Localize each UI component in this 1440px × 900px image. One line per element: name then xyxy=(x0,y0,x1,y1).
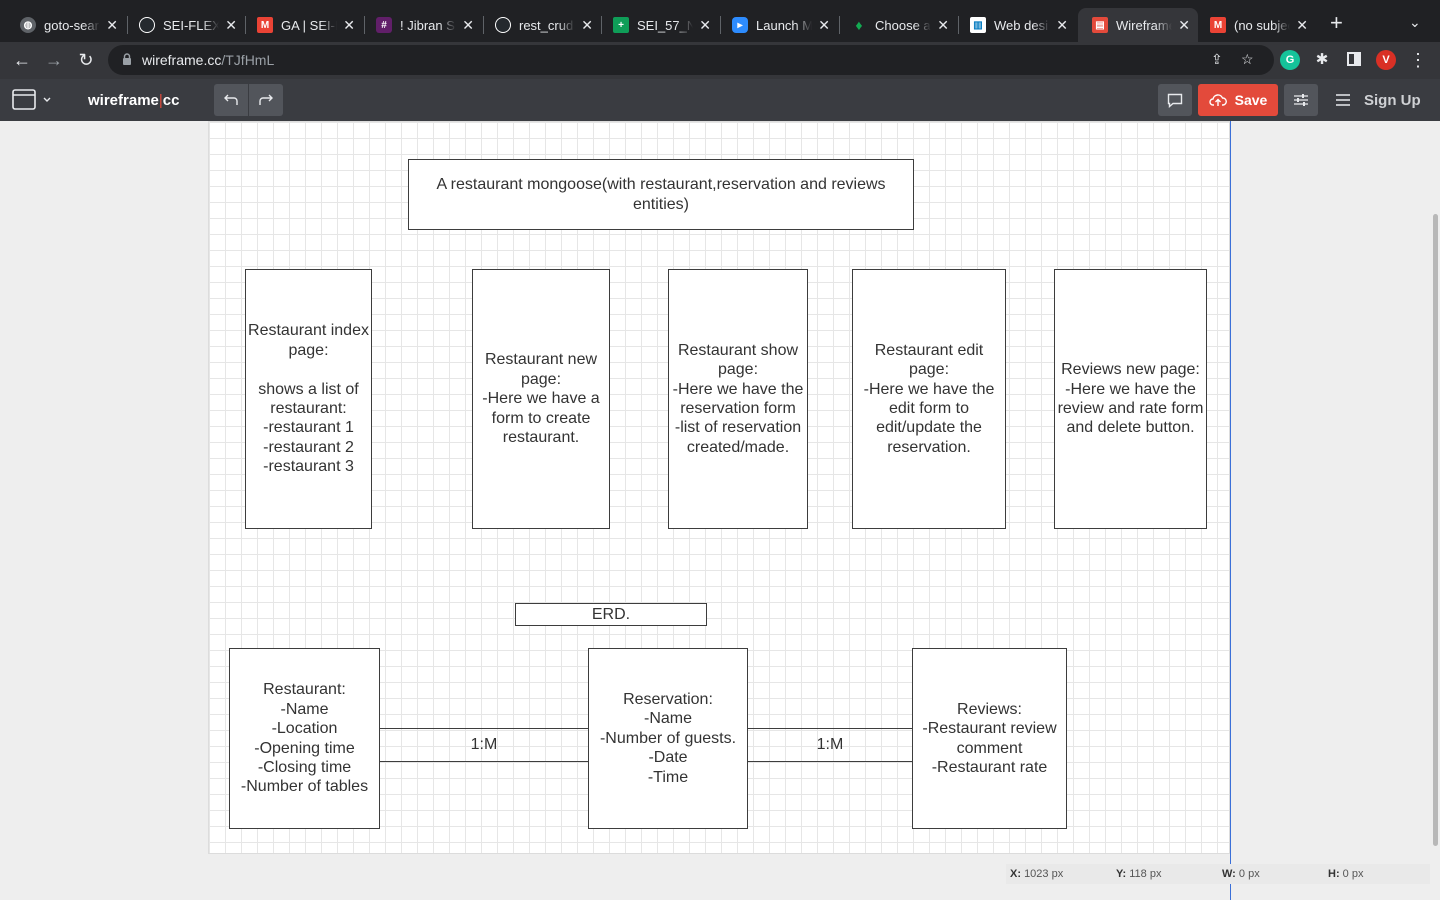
relation-label: 1:M xyxy=(470,736,498,753)
reviews-page-box[interactable]: Reviews new page: -Here we have the revi… xyxy=(1054,269,1207,529)
redo-icon xyxy=(259,94,273,105)
address-bar[interactable]: wireframe.cc/TJfHmL ⇪ ☆ xyxy=(108,45,1274,75)
edit-page-box[interactable]: Restaurant edit page: -Here we have the … xyxy=(852,269,1006,529)
close-icon[interactable]: ✕ xyxy=(1056,17,1068,33)
gmail-icon: M xyxy=(257,17,273,33)
tab-divider xyxy=(127,16,128,34)
tab-divider xyxy=(364,16,365,34)
x-coordinate: X: 1023 px xyxy=(1010,868,1064,880)
close-icon[interactable]: ✕ xyxy=(225,17,237,33)
index-page-box[interactable]: Restaurant index page: shows a list of r… xyxy=(245,269,372,529)
browser-tab[interactable]: ▸ Launch M ✕ xyxy=(718,8,838,42)
reservation-entity-box[interactable]: Reservation: -Name -Number of guests. -D… xyxy=(588,648,748,829)
sign-up-link[interactable]: Sign Up xyxy=(1364,92,1421,109)
comment-icon xyxy=(1167,93,1183,108)
comments-button[interactable] xyxy=(1158,84,1192,116)
alignment-guide xyxy=(1230,121,1231,900)
app-toolbar: wireframe|cc Save Sign Up xyxy=(0,79,1440,121)
share-icon[interactable]: ⇪ xyxy=(1211,51,1223,67)
browser-tab[interactable]: ◍ goto-search ✕ xyxy=(6,8,126,42)
browser-tab[interactable]: # ! Jibran S ✕ xyxy=(362,8,482,42)
relation-label: 1:M xyxy=(816,736,844,753)
reviews-entity-box[interactable]: Reviews: -Restaurant review comment -Res… xyxy=(912,648,1067,829)
grammarly-icon[interactable]: G xyxy=(1280,50,1300,70)
y-coordinate: Y: 118 px xyxy=(1116,868,1162,880)
profile-avatar[interactable]: V xyxy=(1376,50,1396,70)
relation-line xyxy=(380,761,588,762)
github-icon xyxy=(139,17,155,33)
close-icon[interactable]: ✕ xyxy=(462,17,474,33)
redo-button[interactable] xyxy=(249,84,283,116)
page-menu-button[interactable] xyxy=(8,84,54,116)
tab-divider xyxy=(601,16,602,34)
new-page-box[interactable]: Restaurant new page: -Here we have a for… xyxy=(472,269,610,529)
tab-search-chevron-icon[interactable]: ⌄ xyxy=(1409,14,1421,30)
kebab-menu-icon[interactable]: ⋮ xyxy=(1409,50,1427,70)
reload-icon[interactable]: ↻ xyxy=(78,50,94,70)
browser-tab-active[interactable]: ▤ Wireframe ✕ xyxy=(1078,8,1198,42)
close-icon[interactable]: ✕ xyxy=(106,17,118,33)
mongodb-icon: ♦ xyxy=(855,17,863,33)
close-icon[interactable]: ✕ xyxy=(343,17,355,33)
side-panel-icon[interactable] xyxy=(1342,48,1366,72)
erd-label-box[interactable]: ERD. xyxy=(515,603,707,626)
sliders-icon xyxy=(1294,94,1308,106)
browser-tab[interactable]: M (no subject) ✕ xyxy=(1196,8,1316,42)
tab-divider xyxy=(720,16,721,34)
browser-tab[interactable]: ▥ Web desi ✕ xyxy=(956,8,1076,42)
close-icon[interactable]: ✕ xyxy=(1296,17,1308,33)
relation-line xyxy=(748,728,912,729)
gmail-icon: M xyxy=(1210,17,1226,33)
scrollbar-thumb[interactable] xyxy=(1433,214,1438,846)
tab-divider xyxy=(839,16,840,34)
wireframe-icon: ▤ xyxy=(1092,17,1108,33)
wireframe-logo[interactable]: wireframe|cc xyxy=(88,92,180,109)
trello-icon: ▥ xyxy=(970,17,986,33)
sheets-icon: + xyxy=(613,17,629,33)
back-arrow-icon[interactable]: ← xyxy=(13,50,31,70)
wireframe-title-box[interactable]: A restaurant mongoose(with restaurant,re… xyxy=(408,159,914,230)
cloud-upload-icon xyxy=(1209,94,1227,106)
new-tab-button[interactable]: + xyxy=(1330,10,1343,35)
save-button[interactable]: Save xyxy=(1198,84,1278,116)
bookmark-star-icon[interactable]: ☆ xyxy=(1241,51,1254,67)
browser-toolbar: ← → ↻ wireframe.cc/TJfHmL ⇪ ☆ G ✱ V ⋮ xyxy=(0,42,1440,79)
browser-tab[interactable]: rest_crud ✕ xyxy=(481,8,601,42)
show-page-box[interactable]: Restaurant show page: -Here we have the … xyxy=(668,269,808,529)
close-icon[interactable]: ✕ xyxy=(937,17,949,33)
globe-icon: ◍ xyxy=(20,17,36,33)
browser-tab[interactable]: SEI-FLEX ✕ xyxy=(125,8,245,42)
hamburger-menu-icon[interactable] xyxy=(1330,84,1356,116)
coordinates-status-bar: X: 1023 px Y: 118 px W: 0 px H: 0 px xyxy=(1006,864,1430,884)
tab-divider xyxy=(245,16,246,34)
github-icon xyxy=(495,17,511,33)
close-icon[interactable]: ✕ xyxy=(699,17,711,33)
browser-window-icon xyxy=(12,89,51,110)
extensions-puzzle-icon[interactable]: ✱ xyxy=(1315,51,1329,68)
zoom-icon: ▸ xyxy=(732,17,748,33)
relation-line xyxy=(748,761,912,762)
forward-arrow-icon[interactable]: → xyxy=(45,50,63,70)
undo-button[interactable] xyxy=(214,84,248,116)
browser-tab[interactable]: ♦ Choose a ✕ xyxy=(837,8,957,42)
browser-tab[interactable]: + SEI_57_N ✕ xyxy=(599,8,719,42)
browser-tab-strip: ◍ goto-search ✕ SEI-FLEX ✕ M GA | SEI-FL… xyxy=(0,0,1440,42)
width-readout: W: 0 px xyxy=(1222,868,1260,880)
tab-divider xyxy=(958,16,959,34)
close-icon[interactable]: ✕ xyxy=(1178,17,1190,33)
restaurant-entity-box[interactable]: Restaurant: -Name -Location -Opening tim… xyxy=(229,648,380,829)
close-icon[interactable]: ✕ xyxy=(581,17,593,33)
tab-divider xyxy=(483,16,484,34)
undo-icon xyxy=(224,94,238,105)
slack-icon: # xyxy=(376,17,392,33)
relation-line xyxy=(380,728,588,729)
close-icon[interactable]: ✕ xyxy=(818,17,830,33)
url-text: wireframe.cc/TJfHmL xyxy=(142,52,275,68)
lock-icon xyxy=(123,53,131,65)
settings-sliders-button[interactable] xyxy=(1284,84,1318,116)
browser-tab[interactable]: M GA | SEI-FLEX ✕ xyxy=(243,8,363,42)
height-readout: H: 0 px xyxy=(1328,868,1364,880)
